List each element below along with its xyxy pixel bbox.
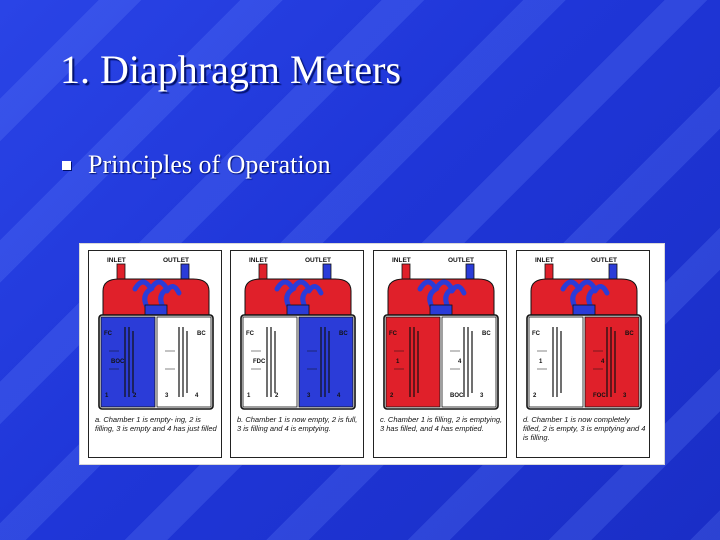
valve-linkage xyxy=(417,279,467,310)
chamber-label: 4 xyxy=(337,393,341,399)
meter-diagram: INLET OUTLET FC 1 2 BC BOC 3 4 xyxy=(383,257,499,410)
outlet-label: OUTLET xyxy=(163,257,189,264)
meter-panel: INLET OUTLET FC FDC 1 2 BC 3 4 b. Chamber 1 is no… xyxy=(230,250,364,458)
chamber-label: FOC xyxy=(593,393,606,399)
chamber-label: 2 xyxy=(390,393,394,399)
chamber-label: FDC xyxy=(253,359,266,365)
meter-diagram: INLET OUTLET FC 1 2 BC FOC 3 4 xyxy=(526,257,642,410)
chamber-label: BC xyxy=(197,331,206,337)
inlet-label: INLET xyxy=(249,257,268,264)
valve-linkage xyxy=(132,279,182,310)
inlet-label: INLET xyxy=(535,257,554,264)
chamber-label: BC xyxy=(482,331,491,337)
chamber-label: 3 xyxy=(623,393,627,399)
chamber-label: 2 xyxy=(133,393,137,399)
chamber-label: BOC xyxy=(111,359,125,365)
chamber-label: 4 xyxy=(195,393,199,399)
outlet-label: OUTLET xyxy=(305,257,331,264)
diaphragm-meter-figure: INLET OUTLET FC BOC 1 2 BC 3 4 a. Chamber 1 is em… xyxy=(79,243,665,465)
right-chamber xyxy=(584,316,640,408)
left-diaphragm xyxy=(266,327,276,397)
chamber-label: FC xyxy=(104,331,113,337)
valve-chamber xyxy=(102,278,210,316)
bullet-square-icon xyxy=(62,160,71,170)
chamber-hatching xyxy=(394,350,460,370)
chamber-hatching xyxy=(109,350,175,370)
outlet-label: OUTLET xyxy=(591,257,617,264)
left-chamber xyxy=(242,316,298,408)
chamber-label: FC xyxy=(246,331,255,337)
panel-caption: c. Chamber 1 is filling, 2 is emptying, … xyxy=(380,415,503,433)
chamber-hatching xyxy=(251,350,317,370)
meter-panel: INLET OUTLET FC 1 2 BC FOC 3 4 d. Chamber 1 is no… xyxy=(516,250,650,458)
chamber-label: BOC xyxy=(450,393,464,399)
valve-linkage xyxy=(274,279,324,310)
chamber-label: 1 xyxy=(539,359,543,365)
inlet-label: INLET xyxy=(107,257,126,264)
chamber-label: BC xyxy=(625,331,634,337)
left-chamber xyxy=(100,316,156,408)
chamber-label: 3 xyxy=(165,393,169,399)
outlet-label: OUTLET xyxy=(448,257,474,264)
slide-title: 1. Diaphragm Meters xyxy=(60,47,402,92)
bullet-item: Principles of Operation xyxy=(62,150,331,180)
left-diaphragm xyxy=(409,327,419,397)
panel-caption: b. Chamber 1 is now empty, 2 is full, 3 … xyxy=(237,415,358,433)
meter-diagram: INLET OUTLET FC BOC 1 2 BC 3 4 xyxy=(98,257,214,410)
left-chamber xyxy=(385,316,441,408)
panel-caption: d. Chamber 1 is now completely filled, 2… xyxy=(523,415,646,442)
inlet-label: INLET xyxy=(392,257,411,264)
valve-chamber xyxy=(387,278,495,316)
meter-diagram: INLET OUTLET FC FDC 1 2 BC 3 4 xyxy=(240,257,356,410)
left-chamber xyxy=(528,316,584,408)
right-chamber xyxy=(156,316,212,408)
left-diaphragm xyxy=(124,327,134,397)
chamber-label: FC xyxy=(532,331,541,337)
chamber-label: FC xyxy=(389,331,398,337)
right-diaphragm xyxy=(178,327,188,397)
meter-panel: INLET OUTLET FC 1 2 BC BOC 3 4 c. Chamber 1 is fi… xyxy=(373,250,507,458)
chamber-label: 2 xyxy=(275,393,279,399)
right-diaphragm xyxy=(463,327,473,397)
valve-linkage xyxy=(560,279,610,310)
chamber-label: 1 xyxy=(396,359,400,365)
panel-caption: a. Chamber 1 is empty- ing, 2 is filling… xyxy=(95,415,217,433)
chamber-label: 2 xyxy=(533,393,537,399)
chamber-label: 1 xyxy=(247,393,251,399)
right-chamber xyxy=(298,316,354,408)
chamber-label: 4 xyxy=(601,359,605,365)
right-diaphragm xyxy=(606,327,616,397)
chamber-hatching xyxy=(537,350,603,370)
chamber-label: 3 xyxy=(480,393,484,399)
right-diaphragm xyxy=(320,327,330,397)
right-chamber xyxy=(441,316,497,408)
chamber-label: 4 xyxy=(458,359,462,365)
bullet-text: Principles of Operation xyxy=(88,150,331,179)
valve-chamber xyxy=(530,278,638,316)
valve-chamber xyxy=(244,278,352,316)
chamber-label: BC xyxy=(339,331,348,337)
chamber-label: 1 xyxy=(105,393,109,399)
left-diaphragm xyxy=(552,327,562,397)
meter-panel: INLET OUTLET FC BOC 1 2 BC 3 4 a. Chamber 1 is em… xyxy=(88,250,222,458)
chamber-label: 3 xyxy=(307,393,311,399)
